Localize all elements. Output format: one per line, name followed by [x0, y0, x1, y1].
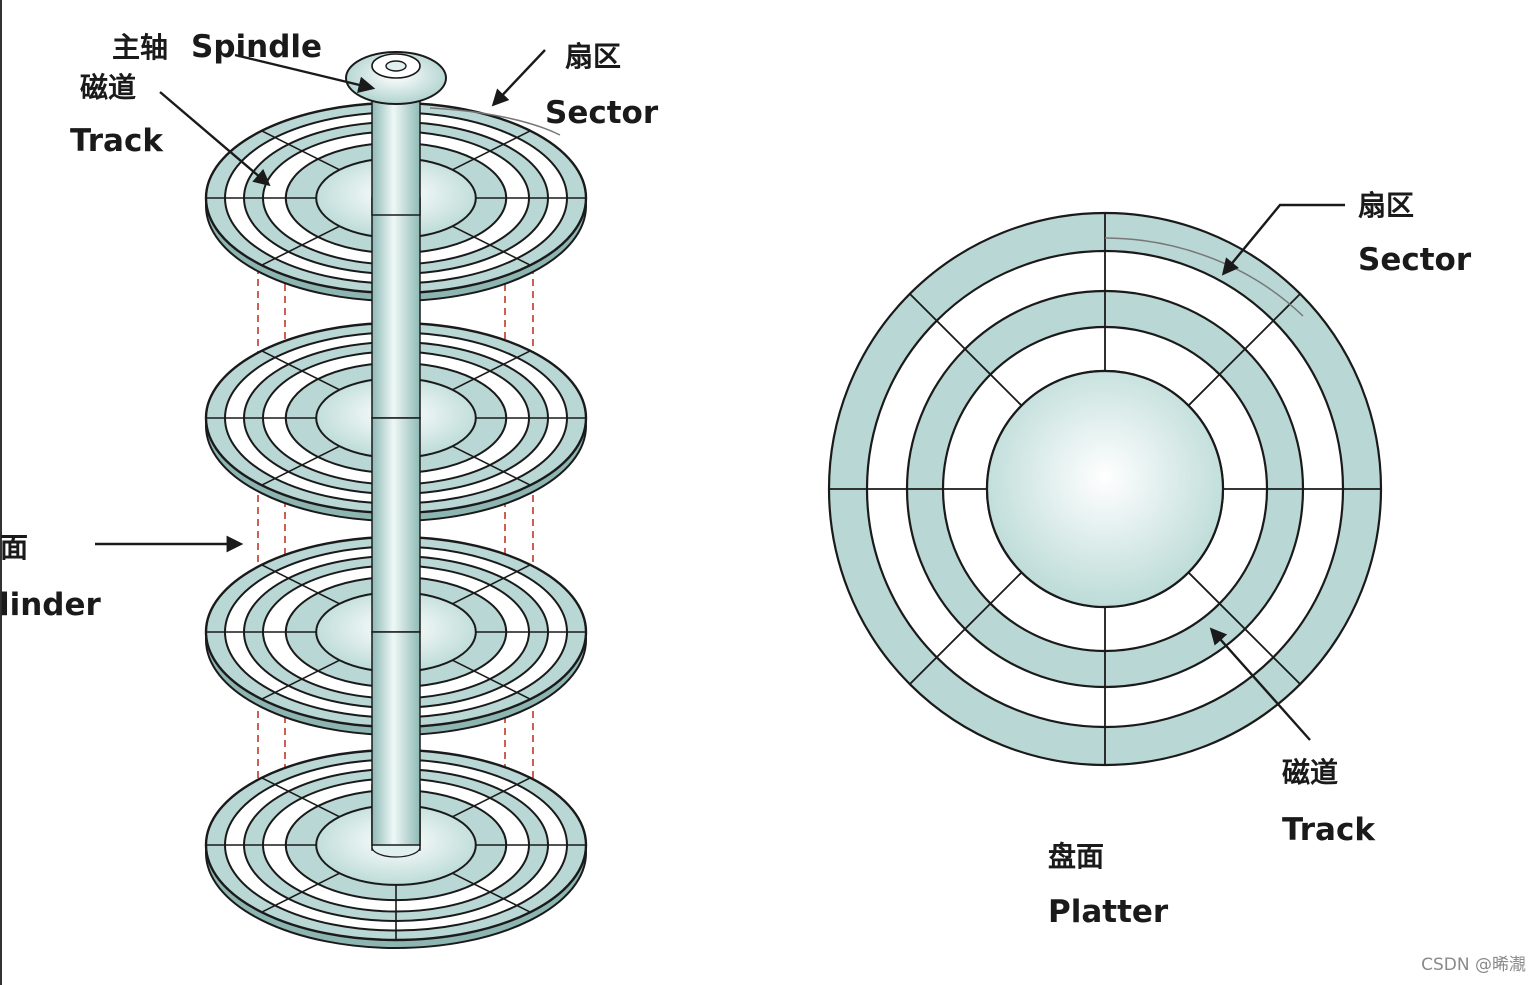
platter-stack: [204, 101, 588, 949]
cylinder-dashed-lines: [257, 195, 534, 850]
cylinder-en-label: Cylinder: [0, 587, 101, 623]
sector-arrow-right: [1221, 203, 1345, 276]
track-cn-label-right: 磁道: [1282, 756, 1338, 789]
annotation-arrows: [95, 49, 1345, 741]
platter-en-label: Platter: [1048, 894, 1169, 930]
sector-arrow-left: [491, 49, 546, 107]
track-cn-label-left: 磁道: [80, 71, 136, 104]
spindle-arrow: [234, 53, 376, 94]
platter-cn-label: 盘面: [1048, 840, 1104, 873]
sector-divider: [1187, 571, 1301, 685]
track-en-label-left: Track: [70, 123, 164, 159]
sector-cn-label-right: 扇区: [1358, 189, 1414, 222]
platter-top-view: [827, 211, 1383, 767]
sector-divider: [1187, 293, 1301, 407]
sector-cn-label-left: 扇区: [565, 40, 621, 73]
track-arrow-right: [1209, 627, 1311, 741]
spindle-en-label: Spindle: [191, 29, 322, 65]
sector-en-label-right: Sector: [1358, 242, 1472, 278]
track-en-label-right: Track: [1282, 812, 1376, 848]
track-arrow-left: [159, 91, 271, 187]
sector-en-label-left: Sector: [545, 95, 659, 131]
sector-arc-right: [1104, 237, 1304, 317]
sector-divider: [909, 293, 1023, 407]
sector-arc-left: [429, 107, 561, 136]
spindle-cn-label: 主轴: [112, 31, 168, 64]
sector-divider: [909, 571, 1023, 685]
watermark: CSDN @晞㵾: [1421, 955, 1526, 975]
cylinder-cn-label: 柱面: [0, 531, 28, 564]
left-border: [0, 0, 2, 985]
